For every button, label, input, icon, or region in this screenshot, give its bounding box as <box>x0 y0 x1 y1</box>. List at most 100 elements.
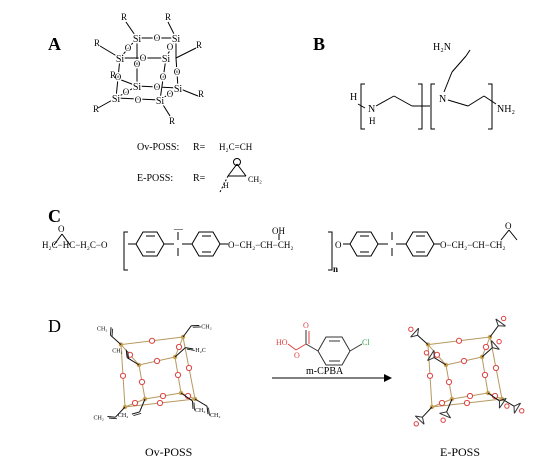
epoxide-ring-bond <box>495 318 499 326</box>
epoxide-ring-bond <box>427 357 435 362</box>
c-middle-chain: O−CH₂−CH−CH₂ <box>228 240 294 250</box>
epoxide-ring-bond <box>417 328 420 336</box>
epoxide-ring-bond <box>410 327 419 338</box>
r-group: R <box>121 12 127 22</box>
o-atom: O <box>167 42 174 52</box>
epoxide-ring-bond <box>421 417 425 425</box>
epoxide-ring-bond <box>414 415 425 425</box>
si-atom: Si <box>172 34 181 45</box>
vinyl-ch2-label: CH₂ <box>97 326 107 332</box>
vinyl-bond <box>126 357 140 366</box>
vinyl-double-bond <box>125 349 128 358</box>
epoxide-group <box>219 158 247 193</box>
vinyl-double-bond <box>192 400 194 409</box>
epoxide-ring-bond <box>439 412 451 419</box>
epoxide-oxygen-atom <box>519 408 525 414</box>
vinyl-bond <box>182 325 192 338</box>
r-group: R <box>165 12 171 22</box>
oxygen-atom <box>460 357 468 365</box>
vinyl-double-bond <box>108 417 117 420</box>
epoxide-ring-bond <box>513 402 521 414</box>
vinyl-double-bond <box>127 351 130 360</box>
epoxide-oxygen-atom <box>423 350 430 356</box>
vinyl-ch2-label: CH₂ <box>210 413 220 419</box>
pei-nh2-end: NH₂ <box>497 104 515 115</box>
c-repeat-n: n <box>333 264 338 274</box>
pei-bonds <box>357 49 497 130</box>
pei-atoms: H N H N NH₂ H₂N <box>350 42 515 126</box>
r-group: R <box>93 104 99 114</box>
ov-poss-caption: Ov-POSS <box>145 445 192 459</box>
r-group: R <box>169 116 175 126</box>
o-atoms: O O O O O O O O O O O O <box>113 32 182 107</box>
ov-poss-r-label: R= <box>193 142 206 153</box>
epoxy-bond <box>417 334 429 345</box>
o-atom: O <box>154 82 161 92</box>
oxygen-atom <box>119 372 127 379</box>
pei-h2n-top: H₂N <box>433 42 451 53</box>
o-atom: O <box>134 59 141 69</box>
epoxide-ring-bond <box>446 411 452 419</box>
oxygen-atom <box>174 371 182 379</box>
oxygen-atom <box>455 337 463 344</box>
e-poss-cage <box>408 315 525 427</box>
epoxide-ring-bond <box>439 411 447 414</box>
o-atom: O <box>167 89 174 99</box>
si-atom: Si <box>174 84 183 95</box>
r-group: R <box>94 38 100 48</box>
vinyl-bond <box>139 398 146 413</box>
epoxide-ch2: CH₂ <box>248 175 262 184</box>
pei-n-center: N <box>439 94 446 105</box>
o-atom: O <box>160 72 167 82</box>
vinyl-double-bond <box>186 348 195 351</box>
o-atom: O <box>115 72 122 82</box>
epoxy-resin-bonds <box>53 229 518 271</box>
si-atom: Si <box>116 54 125 65</box>
epoxide-ring-bond <box>415 415 423 418</box>
oxygen-atom <box>433 351 441 358</box>
mcpba-atoms: O O HO Cl <box>276 321 370 360</box>
c-o-epoxide-left: O <box>58 224 65 234</box>
c-o-epoxide-right: O <box>505 221 512 231</box>
o-atom: O <box>135 95 142 105</box>
r-group: R <box>196 40 202 50</box>
vinyl-double-bond <box>133 413 142 416</box>
reaction-arrow <box>272 374 392 382</box>
epoxide-ring-bond <box>499 397 507 402</box>
vinyl-double-bond <box>107 416 116 418</box>
oxygen-atom <box>445 378 453 386</box>
o-atom: O <box>123 87 130 97</box>
oxygen-atom <box>131 399 139 407</box>
epoxide-h: H <box>223 181 229 190</box>
vinyl-double-bond <box>208 407 210 416</box>
oxygen-atom <box>138 378 146 386</box>
c-oh: OH <box>272 226 285 236</box>
e-poss-r-label: R= <box>193 173 206 184</box>
vinyl-double-bond <box>193 402 195 411</box>
r-group-legend: Ov-POSS: R= H₂C=CH E-POSS: R= H CH₂ <box>137 142 262 193</box>
epoxide-oxygen-atom <box>504 403 510 409</box>
vinyl-ch2-label: CH₂ <box>112 349 122 355</box>
e-poss-caption: E-POSS <box>440 445 480 459</box>
c-right-end: O−CH₂−CH−CH₂ <box>440 240 506 250</box>
epoxy-bond <box>422 406 433 418</box>
vinyl-double-bond <box>131 411 140 415</box>
oxygen-atom <box>463 399 471 407</box>
oxygen-atom <box>185 364 193 372</box>
pei-n-left: N <box>368 104 375 115</box>
epoxy-bond <box>433 357 447 366</box>
epoxy-bond <box>489 325 499 338</box>
epoxide-oxygen-atom <box>413 421 419 427</box>
oxygen-atom <box>153 357 161 365</box>
vinyl-ch2-label: H₂C <box>195 348 205 354</box>
mcpba-ho: HO <box>276 338 288 347</box>
pei-h: H <box>350 92 357 103</box>
epoxide-ring-bond <box>513 402 521 407</box>
mcpba-cl: Cl <box>362 338 370 347</box>
si-atom: Si <box>156 96 165 107</box>
oxygen-atom <box>438 399 446 407</box>
panel-b: B H N H N NH₂ H₂N <box>313 34 515 130</box>
